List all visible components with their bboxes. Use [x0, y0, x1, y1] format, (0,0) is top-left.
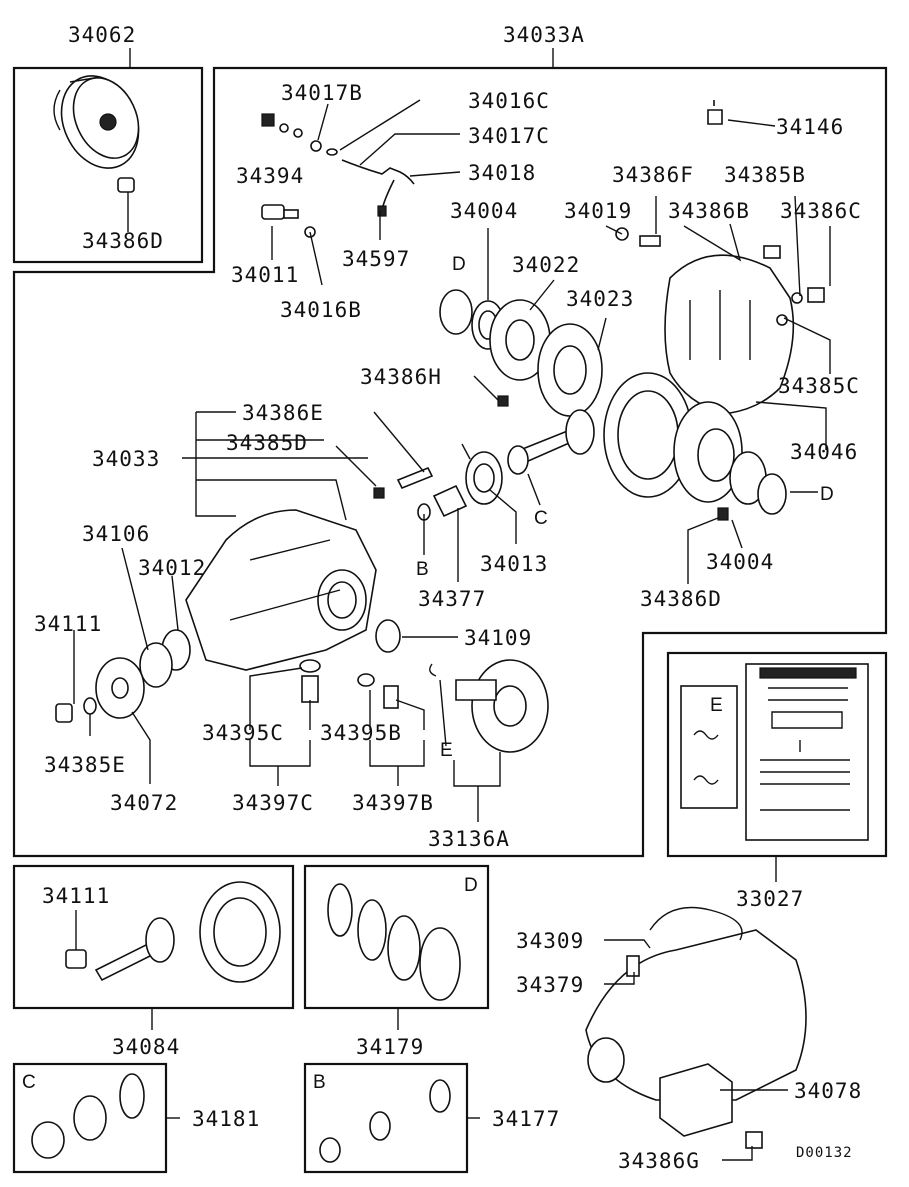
callout-D-top: D [452, 254, 466, 275]
label-34109: 34109 [464, 626, 532, 650]
label-33136A: 33136A [428, 827, 510, 851]
callout-D-right: D [820, 484, 834, 505]
label-34309: 34309 [516, 929, 584, 953]
label-34033A: 34033A [503, 23, 585, 47]
label-34385D: 34385D [226, 431, 308, 455]
frame-34179 [303, 864, 490, 1010]
label-34597: 34597 [342, 247, 410, 271]
frame-34033A [12, 66, 888, 858]
label-34111-main: 34111 [34, 612, 102, 636]
shim-pack-D-drawing [327, 883, 461, 1001]
label-34386F: 34386F [612, 163, 694, 187]
label-34386H: 34386H [360, 365, 442, 389]
label-34395B: 34395B [320, 721, 402, 745]
label-34004-top: 34004 [450, 199, 518, 223]
label-34022: 34022 [512, 253, 580, 277]
companion-flange-drawing [55, 629, 191, 723]
label-34146: 34146 [776, 115, 844, 139]
leader-lines [73, 48, 831, 1161]
label-34072: 34072 [110, 791, 178, 815]
callout-E-manual: E [710, 695, 723, 716]
label-34033: 34033 [92, 447, 160, 471]
callout-B-mid: B [416, 559, 429, 580]
part-labels: 34062 34386D 34033A 34017B 34016C 34017C… [34, 23, 862, 1173]
axle-flange-33136A-drawing [429, 659, 549, 753]
label-34394: 34394 [236, 164, 304, 188]
label-34011: 34011 [231, 263, 299, 287]
ring-gear-diff-drawing [603, 372, 787, 521]
frame-34062 [12, 66, 204, 264]
installation-manual-drawing [680, 663, 869, 841]
label-34386D-top: 34386D [82, 229, 164, 253]
label-34386C: 34386C [780, 199, 862, 223]
label-34385C: 34385C [778, 374, 860, 398]
label-34016B: 34016B [280, 298, 362, 322]
label-34379: 34379 [516, 973, 584, 997]
shim-pack-B-drawing [319, 1079, 451, 1163]
label-34018: 34018 [468, 161, 536, 185]
label-34062: 34062 [68, 23, 136, 47]
frame-33027 [666, 651, 888, 858]
callout-E-mid: E [440, 740, 453, 761]
label-34179: 34179 [356, 1035, 424, 1059]
differential-case-34062-drawing [53, 75, 140, 193]
label-34111-kit: 34111 [42, 884, 110, 908]
label-34377: 34377 [418, 587, 486, 611]
reference-code: D00132 [796, 1145, 853, 1161]
carrier-housing-drawing [185, 509, 401, 671]
label-34084: 34084 [112, 1035, 180, 1059]
label-34013: 34013 [480, 552, 548, 576]
label-34386B: 34386B [668, 199, 750, 223]
label-34397B: 34397B [352, 791, 434, 815]
letter-callouts: D D C B E E D C B [22, 254, 834, 1093]
label-34012: 34012 [138, 556, 206, 580]
label-34385B: 34385B [724, 163, 806, 187]
drive-pinion-drawing [373, 409, 595, 521]
ring-pinion-kit-drawing [65, 881, 281, 983]
label-34395C: 34395C [202, 721, 284, 745]
label-34023: 34023 [566, 287, 634, 311]
label-34017C: 34017C [468, 124, 550, 148]
callout-D-box: D [464, 875, 478, 896]
mounting-bolts-drawing [299, 659, 399, 709]
label-34004-bottom: 34004 [706, 550, 774, 574]
callout-B-box: B [313, 1072, 326, 1093]
shim-pack-C-drawing [31, 1073, 145, 1159]
label-34386E: 34386E [242, 401, 324, 425]
frame-34084 [12, 864, 295, 1010]
label-34019: 34019 [564, 199, 632, 223]
callout-C-mid: C [534, 508, 548, 529]
carrier-bearings-drawing [439, 227, 661, 417]
label-34078: 34078 [794, 1079, 862, 1103]
label-34181: 34181 [192, 1107, 260, 1131]
callout-C-box: C [22, 1072, 36, 1093]
label-34386G: 34386G [618, 1149, 700, 1173]
label-34385E: 34385E [44, 753, 126, 777]
label-34177: 34177 [492, 1107, 560, 1131]
dynamic-damper-drawing [585, 906, 807, 1149]
label-34046: 34046 [790, 440, 858, 464]
label-33027: 33027 [736, 887, 804, 911]
label-34397C: 34397C [232, 791, 314, 815]
label-34106: 34106 [82, 522, 150, 546]
label-34386D-mid: 34386D [640, 587, 722, 611]
label-34017B: 34017B [281, 81, 363, 105]
label-34016C: 34016C [468, 89, 550, 113]
